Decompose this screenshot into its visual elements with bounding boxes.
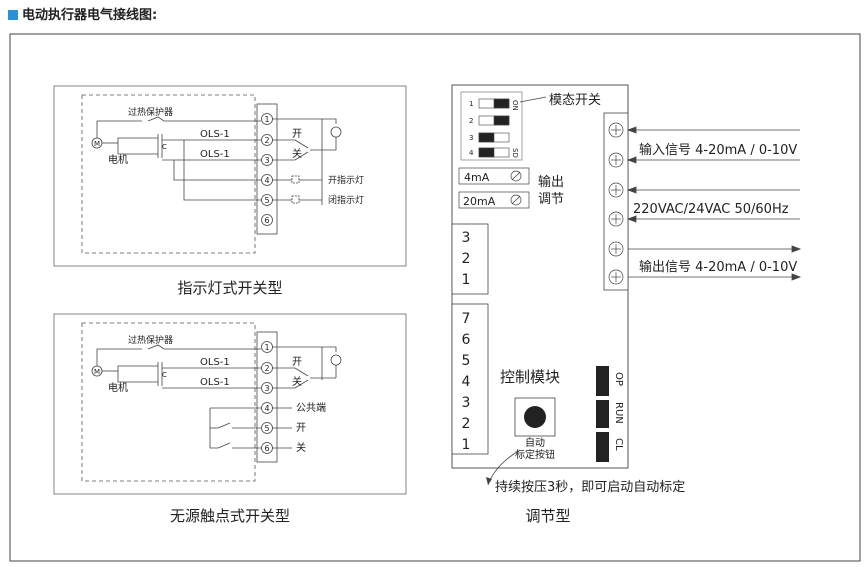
panel-a-dashed-box: [81, 94, 256, 254]
terminal-lower-4: 4: [462, 374, 471, 390]
panel-a-terminal-1: 1: [264, 115, 269, 124]
pot-4ma[interactable]: [458, 167, 530, 185]
dip-sd-label: SD: [511, 148, 519, 158]
terminal-upper-2: 2: [462, 251, 471, 267]
output-adjust-1: 输出: [538, 174, 564, 190]
led-op-label: OP: [613, 372, 624, 386]
panel-b-motor-symbol: M: [94, 368, 100, 376]
pot-4ma-label: 4mA: [464, 171, 490, 184]
panel-b-ols1: OLS-1: [200, 357, 230, 368]
panel-b-dashed-box: [81, 322, 256, 482]
output-signal-label: 输出信号 4-20mA / 0-10V: [639, 259, 797, 275]
output-adjust-2: 调节: [538, 192, 564, 207]
auto-label-1: 自动: [525, 436, 545, 449]
control-module-label: 控制模块: [500, 368, 560, 386]
pot-20ma-knob-icon: [510, 194, 522, 206]
panel-c-screw-terminals: [608, 122, 624, 285]
panel-a-cap-label: C: [162, 143, 167, 151]
panel-a-overheat-label: 过热保护器: [128, 106, 173, 118]
panel-b-out-close: 关: [296, 441, 306, 454]
hold-note: 持续按压3秒，即可启动自动标定: [495, 480, 685, 495]
panel-b-cap-label: C: [162, 371, 167, 379]
panel-b-wires: [96, 344, 342, 449]
mode-switch-label: 模态开关: [549, 93, 601, 108]
panel-a-terminal-3: 3: [264, 156, 269, 165]
panel-a-switch-close: 关: [292, 147, 302, 160]
panel-a-ols1: OLS-1: [200, 129, 230, 140]
outer-frame: [9, 33, 861, 562]
panel-a-terminal-4: 4: [264, 176, 269, 185]
panel-a-open-lamp: 开指示灯: [328, 174, 364, 186]
terminal-lower-1: 1: [462, 437, 471, 453]
panel-a-ols2: OLS-1: [200, 149, 230, 160]
led-cl-label: CL: [613, 438, 624, 451]
terminal-lower-3: 3: [462, 395, 471, 411]
panel-c-terminal-upper: [451, 223, 489, 295]
led-run: [596, 400, 609, 428]
panel-c-terminal-lower: [451, 303, 489, 455]
panel-b-terminal-6: 6: [264, 444, 269, 453]
panel-b-terminal-4: 4: [264, 404, 269, 413]
dip-num-4: 4: [469, 149, 474, 157]
panel-b-out-open: 开: [296, 423, 306, 434]
dip-num-2: 2: [469, 117, 473, 125]
panel-c-caption: 调节型: [525, 507, 570, 525]
panel-b-motor-label: 电机: [108, 381, 128, 394]
panel-dry-contact-switch: 1 2 3 4 5 6 M 电机 过热保护器 C OLS-1 OLS-1: [53, 313, 407, 525]
panel-b-switch-open: 开: [292, 357, 302, 368]
panel-a-caption: 指示灯式开关型: [177, 279, 282, 297]
panel-b-terminal-2: 2: [264, 364, 269, 373]
panel-b-common: 公共端: [296, 401, 326, 414]
panel-a-motor-label: 电机: [108, 153, 128, 166]
input-signal-label: 输入信号 4-20mA / 0-10V: [639, 142, 797, 158]
panel-b-terminal-1: 1: [264, 343, 269, 352]
panel-b-frame: [53, 313, 407, 495]
panel-a-motor-symbol: M: [94, 140, 100, 148]
panel-c-right-terminal-block: [603, 112, 629, 291]
header-square-icon: [8, 10, 18, 20]
terminal-lower-2: 2: [462, 416, 471, 432]
panel-modulating: 1 2 3 4 ON SD 模态开关 4mA 20mA 输出 调节: [451, 84, 802, 525]
dip-num-1: 1: [469, 100, 473, 108]
panel-a-wires: [96, 116, 342, 205]
terminal-lower-5: 5: [462, 353, 471, 369]
panel-a-switch-open: 开: [292, 129, 302, 140]
auto-label-2: 标定按钮: [515, 448, 555, 461]
dip-num-3: 3: [469, 134, 473, 142]
pot-20ma[interactable]: [458, 191, 530, 209]
terminal-lower-6: 6: [462, 332, 471, 348]
panel-b-overheat-label: 过热保护器: [128, 334, 173, 346]
panel-indicator-lamp-switch: 1 2 3 4 5 6 M 电机 过热保护器 C OLS-1 OLS-1: [53, 85, 407, 297]
panel-b-terminal-3: 3: [264, 384, 269, 393]
terminal-upper-1: 1: [462, 272, 471, 288]
power-label: 220VAC/24VAC 50/60Hz: [633, 202, 789, 217]
panel-a-frame: [53, 85, 407, 267]
panel-b-switch-close: 关: [292, 375, 302, 388]
terminal-lower-7: 7: [462, 311, 471, 327]
panel-a-close-lamp: 闭指示灯: [328, 194, 364, 206]
pot-20ma-label: 20mA: [463, 195, 496, 208]
panel-b-caption: 无源触点式开关型: [170, 507, 290, 525]
panel-a-terminal-5: 5: [264, 196, 269, 205]
panel-a-terminal-6: 6: [264, 216, 269, 225]
dip-on-label: ON: [511, 100, 519, 111]
led-run-label: RUN: [613, 402, 624, 424]
led-cl: [596, 432, 609, 462]
pot-4ma-knob-icon: [510, 170, 522, 182]
header-title-text: 电动执行器电气接线图:: [22, 8, 158, 23]
panel-b-ols2: OLS-1: [200, 377, 230, 388]
led-op: [596, 366, 609, 396]
panel-b-terminal-5: 5: [264, 424, 269, 433]
panel-a-terminal-2: 2: [264, 136, 269, 145]
terminal-upper-3: 3: [462, 230, 471, 246]
auto-calibration-button-icon: [524, 406, 546, 428]
header-title: 电动执行器电气接线图:: [8, 4, 157, 23]
panel-c-signal-wires: [626, 126, 802, 281]
